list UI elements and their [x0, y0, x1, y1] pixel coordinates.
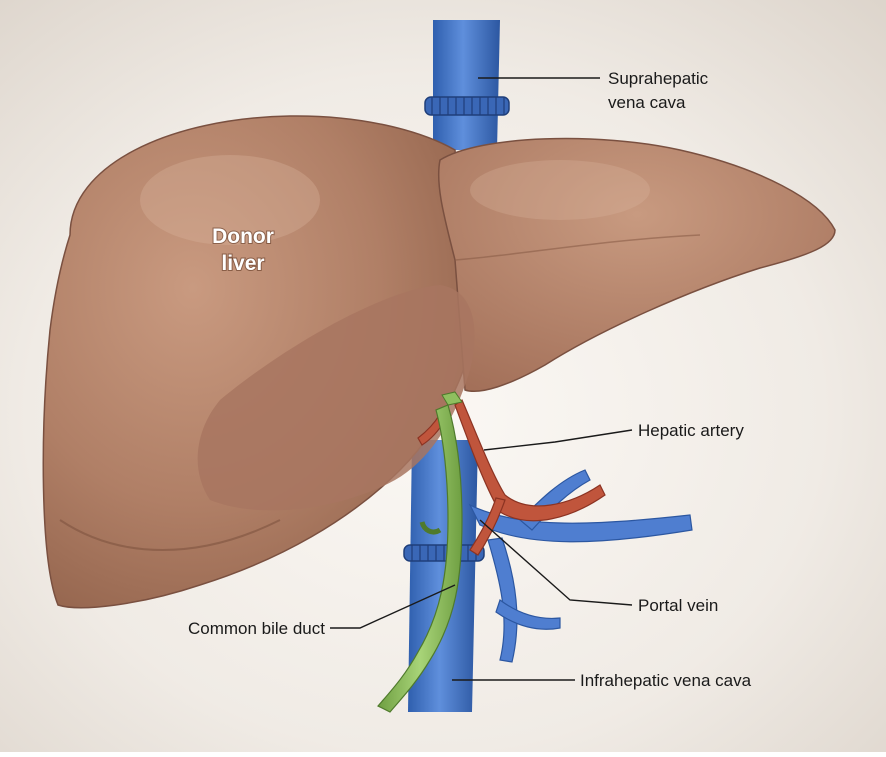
- suprahepatic-vena-cava-vessel: [433, 20, 500, 150]
- label-suprahepatic-vena-cava-line-1: Suprahepatic: [608, 69, 709, 88]
- liver-highlight-2: [470, 160, 650, 220]
- label-portal-vein: Portal vein: [638, 596, 718, 615]
- label-infrahepatic-vena-cava: Infrahepatic vena cava: [580, 671, 752, 690]
- label-common-bile-duct: Common bile duct: [188, 619, 325, 638]
- organ-label-line-1: Donor: [212, 225, 274, 248]
- organ-label-line-2: liver: [221, 252, 264, 275]
- label-hepatic-artery: Hepatic artery: [638, 421, 744, 440]
- label-suprahepatic-vena-cava-line-2: vena cava: [608, 93, 686, 112]
